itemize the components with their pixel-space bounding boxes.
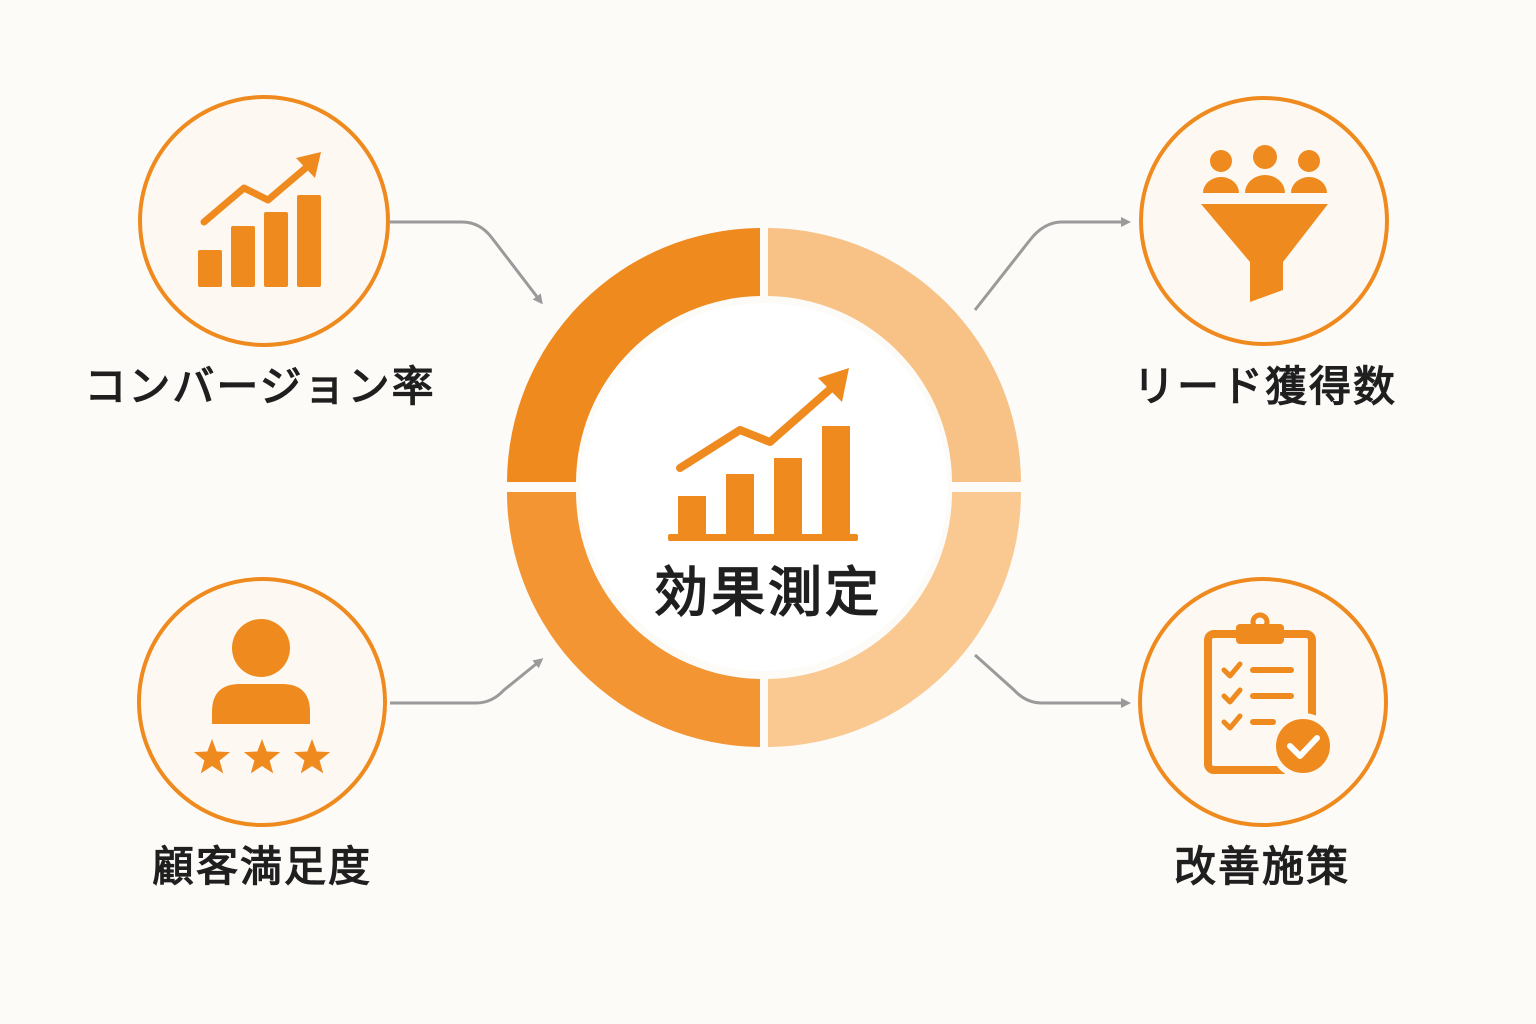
bar-chart-rising-icon bbox=[668, 368, 858, 541]
donut-segment-top-right bbox=[768, 228, 1021, 482]
arrow-conversion-to-center bbox=[390, 220, 543, 305]
donut-inner-circle bbox=[580, 303, 948, 671]
donut-segment-top-left bbox=[507, 228, 760, 482]
funnel-people-icon bbox=[1201, 145, 1328, 302]
connector-arrows bbox=[390, 217, 1131, 708]
node-improvement bbox=[1138, 577, 1388, 827]
arrow-satisfaction-to-center bbox=[390, 658, 544, 705]
user-stars-icon bbox=[193, 619, 331, 774]
center-title-label: 効果測定 bbox=[654, 561, 882, 624]
node-leads bbox=[1139, 96, 1389, 346]
bar-chart-trend-icon bbox=[198, 152, 321, 287]
rating-stars bbox=[193, 739, 331, 774]
arrow-center-to-leads bbox=[973, 217, 1131, 311]
star-icon bbox=[243, 739, 281, 774]
clipboard-check-icon bbox=[1204, 612, 1336, 779]
donut-segment-bottom-left bbox=[507, 492, 760, 747]
node-conversion bbox=[138, 95, 390, 347]
donut-segment-bottom-right bbox=[768, 492, 1021, 747]
improvement-measures-label: 改善施策 bbox=[1173, 842, 1351, 891]
conversion-rate-label: コンバージョン率 bbox=[84, 362, 436, 411]
star-icon bbox=[193, 739, 231, 774]
customer-satisfaction-label: 顧客満足度 bbox=[151, 842, 373, 891]
center-donut-ring bbox=[507, 228, 1021, 747]
arrow-center-to-improvement bbox=[973, 653, 1131, 708]
node-satisfaction bbox=[137, 577, 387, 827]
star-icon bbox=[293, 739, 331, 774]
lead-acquisition-label: リード獲得数 bbox=[1132, 362, 1398, 411]
